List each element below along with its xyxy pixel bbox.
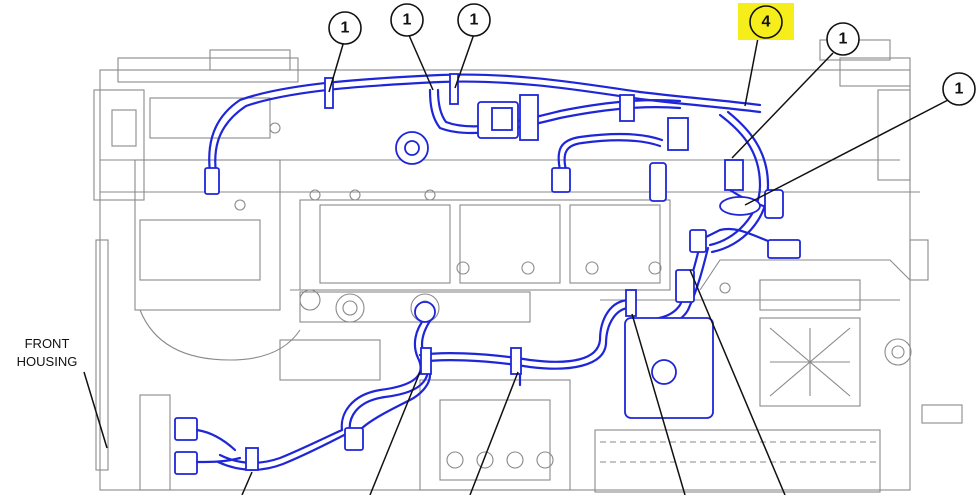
callout-1d-label: 1 [839, 31, 848, 48]
callout-4: 4 [738, 3, 794, 40]
callout-1a: 1 [328, 11, 362, 45]
callout-1e-label: 1 [955, 81, 964, 98]
callout-1d: 1 [826, 22, 860, 56]
callout-1e: 1 [942, 72, 976, 106]
leader-lines [83, 32, 949, 495]
callout-1c-label: 1 [470, 12, 479, 29]
callout-1c: 1 [457, 3, 491, 37]
wire-harness [174, 73, 801, 475]
front-housing-line2: HOUSING [17, 354, 78, 369]
callout-1b: 1 [390, 3, 424, 37]
front-housing-label: FRONT HOUSING [17, 336, 78, 369]
callout-1b-label: 1 [403, 12, 412, 29]
callout-1a-label: 1 [341, 20, 350, 37]
callout-4-label: 4 [762, 14, 771, 31]
front-housing-line1: FRONT [25, 336, 70, 351]
